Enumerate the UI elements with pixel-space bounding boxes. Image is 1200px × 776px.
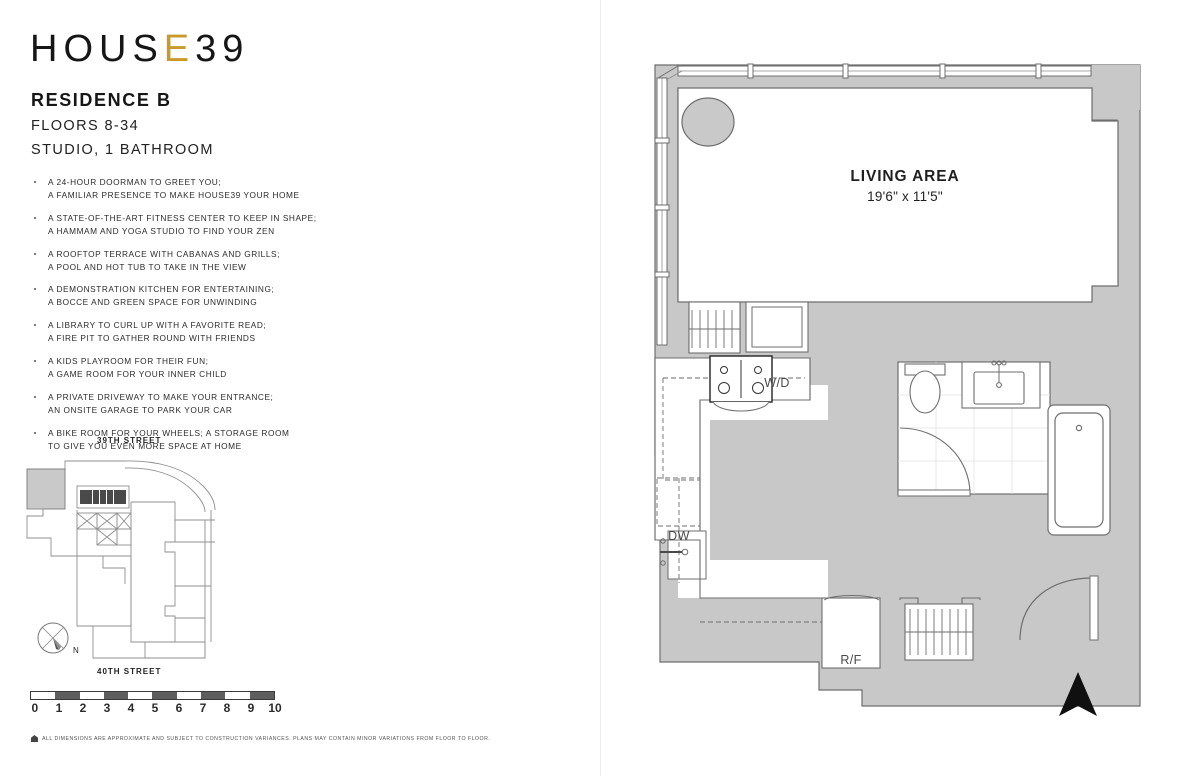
amenity-line-1: A KIDS PLAYROOM FOR THEIR FUN; [48,356,209,367]
amenity-line-2: A BOCCE AND GREEN SPACE FOR UNWINDING [48,297,258,308]
scale-tick: 10 [268,701,282,715]
amenity-line-2: A FIRE PIT TO GATHER ROUND WITH FRIENDS [48,333,256,344]
scale-tick: 3 [103,701,111,715]
scale-segment [103,692,129,699]
scale-segment [79,692,104,699]
bathtub [1047,404,1111,536]
compass-north-label: N [73,646,79,655]
brand-name-accent: E [163,28,196,70]
window-wall-left [654,65,683,346]
key-plan-street-top: 39TH STREET [97,436,162,445]
range-door-swing [712,401,770,412]
structural-column [681,97,735,147]
fixture-label-dishwasher: DW [668,529,690,543]
entry-door [1019,575,1099,641]
entry-closet [899,597,981,661]
amenity-line-2: A GAME ROOM FOR YOUR INNER CHILD [48,368,227,379]
range-cooktop [709,355,773,403]
scale-segment [176,692,202,699]
floor-plan-drawing [654,63,1141,716]
scale-bar: 0 1 2 3 4 5 6 7 8 9 10 [30,691,282,717]
brand-name-part1: HOUS [30,28,164,70]
list-item: A DEMONSTRATION KITCHEN FOR ENTERTAINING… [31,283,351,309]
upper-cabinet-line [662,377,805,481]
living-area-floor [677,87,1119,303]
scale-segment [249,692,274,699]
brand-logo: HOUSE39 [30,28,249,71]
bathroom-door [897,427,971,497]
scale-tick: 1 [55,701,63,715]
list-item: A ROOFTOP TERRACE WITH CABANAS AND GRILL… [31,248,351,274]
toilet-fixture [904,363,946,414]
scale-bar-ticks: 0 1 2 3 4 5 6 7 8 9 10 [30,701,282,717]
scale-tick: 7 [199,701,207,715]
disclaimer-text: ALL DIMENSIONS ARE APPROXIMATE AND SUBJE… [42,735,491,742]
scale-tick: 9 [247,701,255,715]
floor-plan-panel: LIVING AREA 19'6" x 11'5" W/D DW R/F [600,0,1200,776]
amenity-line-1: A PRIVATE DRIVEWAY TO MAKE YOUR ENTRANCE… [48,391,274,402]
amenity-line-2: TO GIVE YOU EVEN MORE SPACE AT HOME [48,440,242,451]
fixture-label-refrigerator: R/F [840,653,862,667]
page-title: RESIDENCE B [31,90,172,110]
brand-name-part2: 39 [195,28,250,70]
info-panel: HOUSE39 RESIDENCE B FLOORS 8-34 STUDIO, … [25,28,571,742]
amenity-line-1: A STATE-OF-THE-ART FITNESS CENTER TO KEE… [48,212,317,223]
list-item: A KIDS PLAYROOM FOR THEIR FUN; A GAME RO… [31,355,351,381]
scale-tick: 0 [31,701,39,715]
disclaimer: ALL DIMENSIONS ARE APPROXIMATE AND SUBJE… [31,735,571,742]
window-wall-top [677,63,1092,79]
amenities-list: A 24-HOUR DOORMAN TO GREET YOU; A FAMILI… [31,176,351,463]
amenity-line-1: A BIKE ROOM FOR YOUR WHEELS; A STORAGE R… [48,427,290,438]
amenity-line-1: A 24-HOUR DOORMAN TO GREET YOU; [48,177,222,187]
equal-housing-icon [31,735,38,742]
bathroom [897,360,1111,536]
amenity-line-1: A LIBRARY TO CURL UP WITH A FAVORITE REA… [48,320,267,331]
key-plan-diagram [26,460,216,659]
scale-segment [31,692,56,699]
dishwasher [656,477,701,527]
list-item: A LIBRARY TO CURL UP WITH A FAVORITE REA… [31,319,351,345]
amenity-line-1: A DEMONSTRATION KITCHEN FOR ENTERTAINING… [48,284,275,295]
scale-segment [55,692,80,699]
room-label-living-area: LIVING AREA [850,168,960,185]
residence-floors: FLOORS 8-34 [31,118,140,134]
list-item: A STATE-OF-THE-ART FITNESS CENTER TO KEE… [31,212,351,238]
refrigerator [700,595,881,669]
scale-tick: 4 [127,701,135,715]
scale-segment [201,692,226,699]
scale-tick: 6 [175,701,183,715]
north-arrow-icon [1059,672,1097,716]
list-item: A BIKE ROOM FOR YOUR WHEELS; A STORAGE R… [31,427,351,453]
scale-tick: 8 [223,701,231,715]
amenity-line-2: A POOL AND HOT TUB TO TAKE IN THE VIEW [48,261,247,272]
bathroom-vanity [961,360,1041,409]
scale-segment [225,692,250,699]
amenity-line-2: A FAMILIAR PRESENCE TO MAKE HOUSE39 YOUR… [48,189,300,200]
scale-tick: 2 [79,701,87,715]
scale-segment [152,692,177,699]
key-plan-street-bottom: 40TH STREET [97,667,162,676]
list-item: A 24-HOUR DOORMAN TO GREET YOU; A FAMILI… [31,176,351,202]
amenity-line-2: A HAMMAM AND YOGA STUDIO TO FIND YOUR ZE… [48,225,275,236]
list-item: A PRIVATE DRIVEWAY TO MAKE YOUR ENTRANCE… [31,391,351,417]
scale-bar-track [30,691,275,700]
fixture-label-washer-dryer: W/D [764,376,790,390]
washer-dryer-closet [745,301,809,353]
scale-tick: 5 [151,701,159,715]
room-dimensions-living-area: 19'6" x 11'5" [867,189,943,204]
compass-rose-icon [37,622,69,654]
residence-type: STUDIO, 1 BATHROOM [31,142,214,158]
closet-hall [688,301,741,354]
amenity-line-1: A ROOFTOP TERRACE WITH CABANAS AND GRILL… [48,248,280,259]
key-plan: 39TH STREET 40TH STREET [25,436,290,681]
panel-divider [600,0,601,776]
amenity-line-2: AN ONSITE GARAGE TO PARK YOUR CAR [48,404,233,415]
scale-segment [128,692,153,699]
